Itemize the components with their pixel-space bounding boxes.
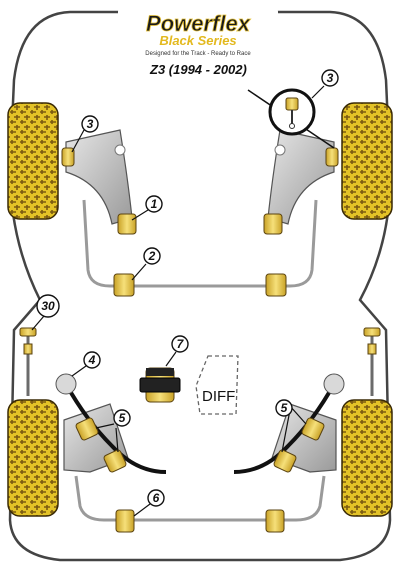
- svg-text:4: 4: [88, 353, 96, 367]
- front-right-outer-bush: [325, 147, 339, 167]
- rear-right-subframe-member: [233, 383, 336, 474]
- front-right-wheel: [341, 102, 393, 220]
- front-right-arb-bush: [265, 273, 287, 297]
- model-title: Z3 (1994 - 2002): [149, 62, 247, 77]
- callout-4: 4: [83, 351, 101, 369]
- svg-text:7: 7: [177, 337, 185, 351]
- rear-left-wheel: [7, 399, 59, 517]
- svg-text:1: 1: [151, 197, 158, 211]
- svg-text:5: 5: [281, 401, 288, 415]
- svg-text:3: 3: [87, 117, 94, 131]
- svg-text:6: 6: [153, 491, 160, 505]
- powerflex-logo: Powerflex Black Series Designed for the …: [118, 6, 278, 58]
- logo-brand: Powerflex: [146, 11, 251, 36]
- front-left-arm-bush: [117, 213, 137, 235]
- rear-left-shock-mount: [19, 327, 37, 396]
- rear-right-arm-bush-2: [273, 449, 297, 473]
- logo-series: Black Series: [159, 33, 236, 48]
- front-left-wheel: [7, 102, 59, 220]
- callout-leaders: [31, 85, 325, 517]
- diff-label: DIFF: [202, 388, 235, 405]
- rear-left-arm-bush-1: [75, 417, 99, 441]
- front-right-arm-bush: [263, 213, 283, 235]
- callout-2: 2: [143, 247, 161, 265]
- callout-3-inset: 3: [321, 69, 339, 87]
- rear-left-arm-bush-2: [103, 449, 127, 473]
- callout-5-left: 5: [113, 409, 131, 427]
- front-anti-roll-bar: [82, 199, 318, 288]
- svg-text:30: 30: [41, 299, 55, 313]
- rear-left-arb-bush: [115, 509, 135, 533]
- callout-3-front-left: 3: [81, 115, 99, 133]
- rear-left-subframe-member: [64, 383, 167, 474]
- callout-7: 7: [171, 335, 189, 353]
- svg-text:3: 3: [327, 71, 334, 85]
- svg-text:5: 5: [119, 411, 126, 425]
- logo-tagline: Designed for the Track - Ready to Race: [145, 51, 251, 57]
- diff-mount-bush: [139, 367, 181, 403]
- callout-5-right: 5: [275, 399, 293, 417]
- callout-6: 6: [147, 489, 165, 507]
- front-left-outer-bush: [61, 147, 75, 167]
- diff-outline: [195, 355, 239, 415]
- rear-right-arb-bush: [265, 509, 285, 533]
- svg-text:2: 2: [148, 249, 156, 263]
- callout-1: 1: [145, 195, 163, 213]
- front-left-arb-bush: [113, 273, 135, 297]
- rear-right-arm-bush-1: [301, 417, 325, 441]
- rear-left-mount-ball: [55, 373, 77, 395]
- rear-right-mount-ball: [323, 373, 345, 395]
- rear-right-wheel: [341, 399, 393, 517]
- rear-right-shock-mount: [363, 327, 381, 396]
- callout-30: 30: [36, 294, 60, 318]
- rear-anti-roll-bar: [74, 475, 326, 522]
